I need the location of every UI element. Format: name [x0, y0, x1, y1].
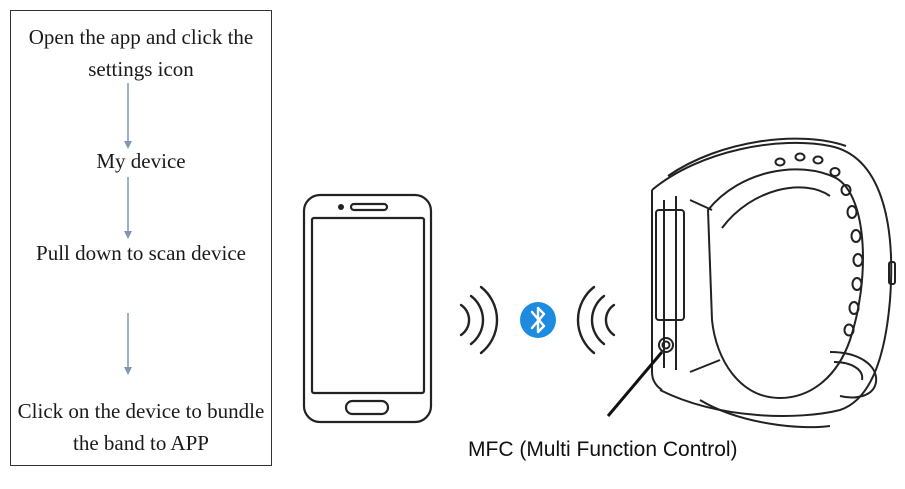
mfc-label: MFC (Multi Function Control) — [468, 438, 738, 461]
steps-panel: Open the app and click the settings icon… — [10, 10, 272, 466]
flow-arrow — [124, 177, 132, 239]
mfc-pointer-line — [606, 351, 664, 417]
signal-waves-icon — [459, 285, 499, 355]
flow-arrow — [124, 313, 132, 375]
step-open-app: Open the app and click the settings icon — [28, 25, 254, 81]
signal-waves-icon — [576, 285, 616, 355]
bluetooth-icon — [520, 302, 556, 338]
fitness-band-icon — [651, 137, 896, 429]
step-my-device: My device — [96, 149, 186, 173]
step-pull-down: Pull down to scan device — [36, 241, 246, 265]
flow-arrow — [124, 83, 132, 149]
step-bundle-band: Click on the device to bundle the band t… — [17, 399, 265, 455]
phone-icon — [302, 193, 433, 424]
